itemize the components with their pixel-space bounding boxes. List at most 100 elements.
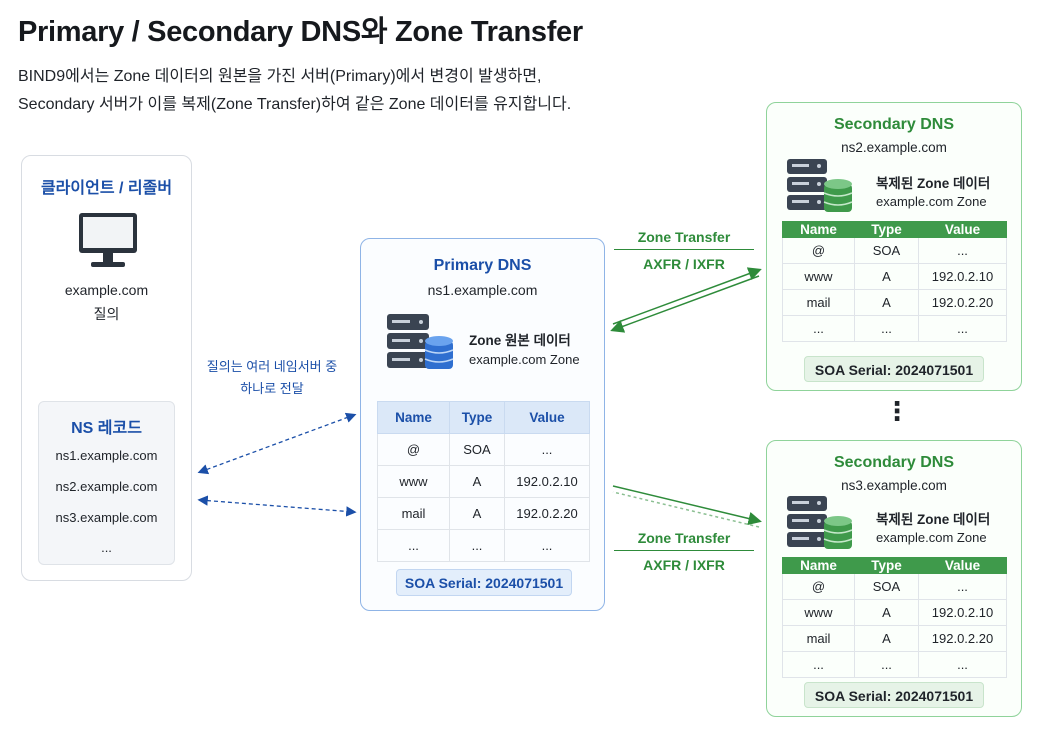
transfer-label-upper: Zone Transfer AXFR / IXFR bbox=[614, 229, 754, 272]
table-header: Value bbox=[918, 221, 1007, 238]
secondary-zone-sub: example.com Zone bbox=[876, 530, 987, 545]
secondary-zone-table: Name Type Value @ SOA ... www A 192.0.2.… bbox=[782, 557, 1007, 678]
ns-record-item: ns3.example.com bbox=[55, 510, 158, 525]
table-cell: SOA bbox=[449, 433, 505, 466]
secondary-zone-sub: example.com Zone bbox=[876, 194, 987, 209]
table-header: Name bbox=[377, 401, 450, 434]
query-label: 질의 bbox=[93, 306, 120, 322]
more-servers-ellipsis: ⋮ bbox=[884, 396, 910, 426]
primary-zone-table: Name Type Value @ SOA ... www A 192.0.2.… bbox=[377, 401, 590, 562]
table-cell: www bbox=[782, 263, 855, 290]
table-cell: ... bbox=[782, 315, 855, 342]
delivery-note: 질의는 여러 네임서버 중 하나로 전달 bbox=[198, 356, 346, 400]
server-database-icon bbox=[787, 159, 853, 212]
table-header: Name bbox=[782, 557, 855, 574]
ns-record-item: ns1.example.com bbox=[55, 448, 158, 463]
secondary-zone-table: Name Type Value @ SOA ... www A 192.0.2.… bbox=[782, 221, 1007, 342]
table-row: @ SOA ... bbox=[782, 237, 1007, 264]
intro-line-2: Secondary 서버가 이를 복제(Zone Transfer)하여 같은 … bbox=[18, 96, 572, 113]
table-cell: SOA bbox=[854, 573, 919, 600]
client-card: 클라이언트 / 리졸버 example.com 질의 NS 레코드 ns1.ex… bbox=[21, 155, 192, 581]
table-cell: A bbox=[449, 465, 505, 498]
table-cell: @ bbox=[782, 237, 855, 264]
table-cell: @ bbox=[377, 433, 450, 466]
table-header: Type bbox=[854, 221, 919, 238]
ns-record-box: NS 레코드 ns1.example.com ns2.example.com n… bbox=[38, 401, 175, 565]
table-cell: @ bbox=[782, 573, 855, 600]
secondary-soa-serial: SOA Serial: 2024071501 bbox=[804, 682, 984, 708]
table-cell: ... bbox=[854, 651, 919, 678]
table-row: mail A 192.0.2.20 bbox=[377, 497, 590, 530]
delivery-note-line-2: 하나로 전달 bbox=[240, 381, 304, 396]
server-database-icon bbox=[387, 314, 454, 369]
transfer-arrow-lower bbox=[612, 485, 762, 526]
ns-record-title: NS 레코드 bbox=[71, 420, 142, 437]
transfer-label-lower-line-1: Zone Transfer bbox=[614, 530, 754, 551]
table-cell: ... bbox=[504, 433, 590, 466]
server-database-icon bbox=[787, 496, 853, 549]
table-header: Type bbox=[854, 557, 919, 574]
table-cell: mail bbox=[377, 497, 450, 530]
primary-zone-sub: example.com Zone bbox=[469, 352, 580, 367]
table-row: www A 192.0.2.10 bbox=[782, 599, 1007, 626]
primary-title: Primary DNS bbox=[433, 257, 532, 274]
table-cell: ... bbox=[918, 573, 1007, 600]
table-row: @ SOA ... bbox=[782, 573, 1007, 600]
table-cell: A bbox=[854, 599, 919, 626]
table-cell: ... bbox=[449, 529, 505, 562]
transfer-label-upper-line-1: Zone Transfer bbox=[614, 229, 754, 250]
secondary-soa-serial: SOA Serial: 2024071501 bbox=[804, 356, 984, 382]
table-cell: ... bbox=[782, 651, 855, 678]
secondary-zone-label: 복제된 Zone 데이터 bbox=[876, 512, 991, 527]
table-header: Name bbox=[782, 221, 855, 238]
table-cell: SOA bbox=[854, 237, 919, 264]
table-cell: www bbox=[782, 599, 855, 626]
transfer-arrow-upper bbox=[612, 267, 762, 325]
secondary-dns-card-ns3: Secondary DNS ns3.example.com 복제된 Zone 데… bbox=[766, 440, 1022, 717]
table-cell: mail bbox=[782, 625, 855, 652]
ns-record-item: ns2.example.com bbox=[55, 479, 158, 494]
table-cell: 192.0.2.20 bbox=[504, 497, 590, 530]
table-row: ... ... ... bbox=[377, 529, 590, 562]
primary-soa-serial: SOA Serial: 2024071501 bbox=[396, 569, 572, 596]
client-title: 클라이언트 / 리졸버 bbox=[40, 180, 173, 197]
ns-record-item: ... bbox=[101, 540, 112, 555]
table-cell: 192.0.2.10 bbox=[918, 263, 1007, 290]
table-cell: www bbox=[377, 465, 450, 498]
delivery-note-line-1: 질의는 여러 네임서버 중 bbox=[206, 359, 338, 374]
table-cell: A bbox=[854, 289, 919, 316]
delivery-arrow-lower bbox=[197, 495, 357, 517]
table-row: ... ... ... bbox=[782, 651, 1007, 678]
table-header: Value bbox=[918, 557, 1007, 574]
table-cell: 192.0.2.10 bbox=[504, 465, 590, 498]
table-row: www A 192.0.2.10 bbox=[782, 263, 1007, 290]
table-cell: ... bbox=[918, 651, 1007, 678]
table-row: mail A 192.0.2.20 bbox=[782, 625, 1007, 652]
table-header: Value bbox=[504, 401, 590, 434]
primary-dns-card: Primary DNS ns1.example.com Zone 원본 데이터 … bbox=[360, 238, 605, 611]
table-cell: A bbox=[854, 625, 919, 652]
secondary-dns-card-ns2: Secondary DNS ns2.example.com 복제된 Zone 데… bbox=[766, 102, 1022, 391]
table-cell: ... bbox=[504, 529, 590, 562]
transfer-label-lower: Zone Transfer AXFR / IXFR bbox=[614, 530, 754, 573]
table-cell: ... bbox=[918, 237, 1007, 264]
table-cell: A bbox=[449, 497, 505, 530]
intro-line-1: BIND9에서는 Zone 데이터의 원본을 가진 서버(Primary)에서 … bbox=[18, 68, 542, 85]
secondary-host: ns2.example.com bbox=[841, 140, 947, 155]
primary-zone-label: Zone 원본 데이터 bbox=[469, 333, 571, 348]
table-cell: ... bbox=[854, 315, 919, 342]
table-cell: 192.0.2.10 bbox=[918, 599, 1007, 626]
delivery-arrow-upper bbox=[197, 412, 357, 475]
secondary-title: Secondary DNS bbox=[833, 454, 955, 471]
table-cell: ... bbox=[918, 315, 1007, 342]
table-cell: A bbox=[854, 263, 919, 290]
table-row: ... ... ... bbox=[782, 315, 1007, 342]
table-row: @ SOA ... bbox=[377, 433, 590, 466]
table-cell: 192.0.2.20 bbox=[918, 625, 1007, 652]
query-domain: example.com bbox=[64, 282, 149, 298]
table-header: Type bbox=[449, 401, 505, 434]
secondary-host: ns3.example.com bbox=[841, 478, 947, 493]
table-cell: 192.0.2.20 bbox=[918, 289, 1007, 316]
table-cell: mail bbox=[782, 289, 855, 316]
